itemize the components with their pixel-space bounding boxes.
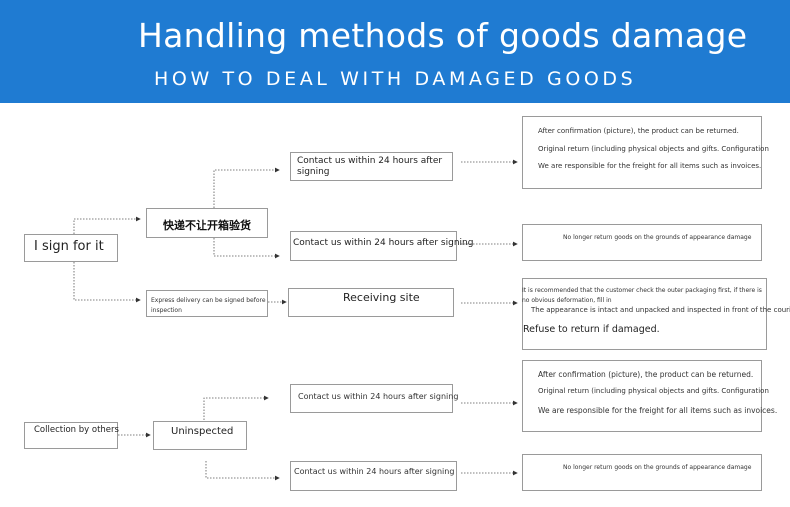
start-node-sign: I sign for it <box>24 234 118 262</box>
header-banner: Handling methods of goods damage HOW TO … <box>0 0 790 103</box>
result2-bottom-label: No longer return goods on the grounds of… <box>563 464 752 471</box>
arrow-uninspected-to-step-bottom <box>205 461 280 481</box>
step2-top-label: Contact us within 24 hours after signing <box>298 392 459 401</box>
result2-top-line-3: We are responsible for the freight for a… <box>538 406 778 415</box>
result-top-line-1: After confirmation (picture), the produc… <box>538 127 739 135</box>
start-node-label: I sign for it <box>34 239 104 254</box>
result-top-line-3: We are responsible for the freight for a… <box>538 162 762 170</box>
page-subtitle: HOW TO DEAL WITH DAMAGED GOODS <box>154 68 637 90</box>
result-node-middle: No longer return goods on the grounds of… <box>522 224 762 261</box>
step2-node-top: Contact us within 24 hours after signing <box>290 384 458 413</box>
arrow-branch-to-step-top <box>213 167 280 208</box>
result-node-top: After confirmation (picture), the produc… <box>522 116 769 189</box>
result-middle-label: No longer return goods on the grounds of… <box>563 234 752 241</box>
branch-node-top: 快递不让开箱验货 <box>146 208 268 238</box>
uninspected-label: Uninspected <box>171 426 234 437</box>
result2-top-line-2: Original return (including physical obje… <box>538 387 769 395</box>
branch-node-bottom: Express delivery can be signed before in… <box>146 290 268 317</box>
result2-top-line-1: After confirmation (picture), the produc… <box>538 370 754 379</box>
page-title: Handling methods of goods damage <box>138 16 748 55</box>
result-node-bottom: It is recommended that the customer chec… <box>522 278 790 350</box>
result2-node-bottom: No longer return goods on the grounds of… <box>522 454 762 491</box>
step2-bottom-label: Contact us within 24 hours after signing <box>294 467 455 476</box>
arrow-uninspected-to-step-top <box>203 395 269 420</box>
collection-label: Collection by others <box>34 425 119 435</box>
node-uninspected: Uninspected <box>153 421 247 450</box>
result-bottom-line-2: The appearance is intact and unpacked an… <box>531 306 790 314</box>
receiving-label: Receiving site <box>343 291 420 304</box>
step-node-middle: Contact us within 24 hours after signing <box>290 231 473 261</box>
arrow-sign-to-branch-top <box>73 216 141 234</box>
step-node-receiving: Receiving site <box>288 288 454 317</box>
result-bottom-line-1: It is recommended that the customer chec… <box>522 287 762 304</box>
step-node-top: Contact us within 24 hours after signing <box>290 152 453 181</box>
result2-node-top: After confirmation (picture), the produc… <box>522 360 777 432</box>
start-node-collection: Collection by others <box>24 422 119 449</box>
step-top-label: Contact us within 24 hours after signing <box>297 156 443 177</box>
arrow-sign-to-branch-bottom <box>73 262 141 303</box>
step-middle-label: Contact us within 24 hours after signing <box>293 238 474 248</box>
branch-bottom-label: Express delivery can be signed before in… <box>151 297 266 314</box>
arrow-branch-to-step-middle <box>213 238 280 259</box>
result-top-line-2: Original return (including physical obje… <box>538 145 769 153</box>
step2-node-bottom: Contact us within 24 hours after signing <box>290 461 457 491</box>
branch-top-label: 快递不让开箱验货 <box>163 219 251 232</box>
result-bottom-line-3: Refuse to return if damaged. <box>523 324 660 335</box>
